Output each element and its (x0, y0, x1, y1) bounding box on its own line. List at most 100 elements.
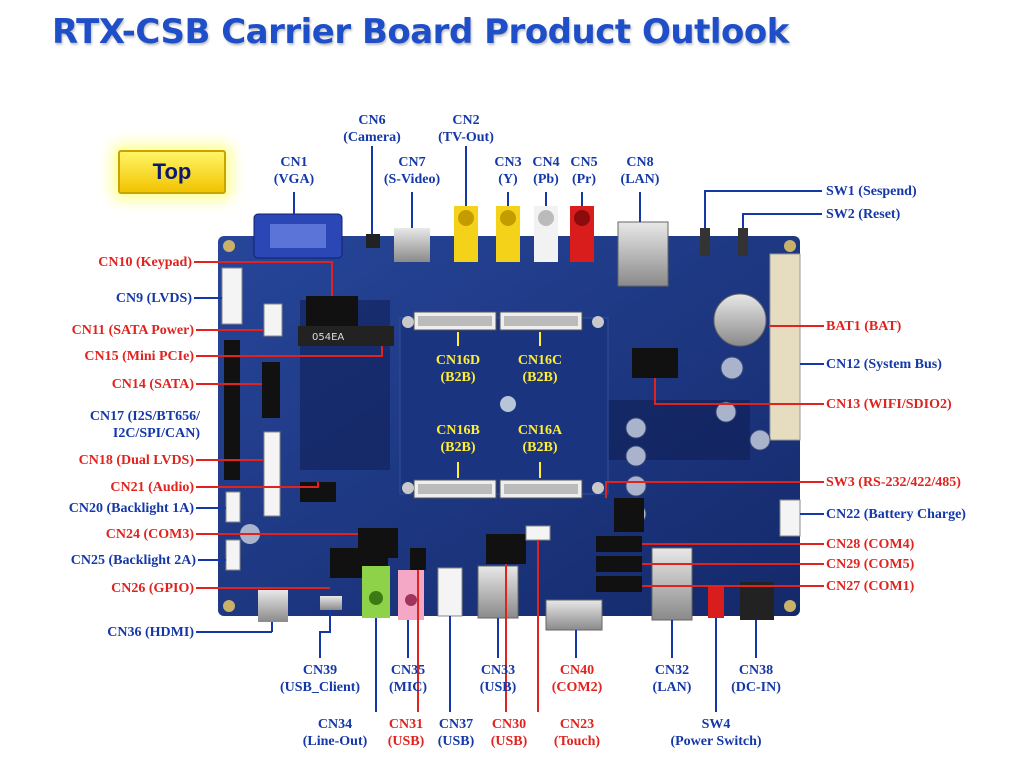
dc-in-connector (740, 582, 774, 620)
label-cn2: CN2 (TV-Out) (438, 113, 494, 145)
label-cn23: CN23 (Touch) (553, 717, 601, 749)
mic-jack (398, 570, 424, 620)
label-cn25: CN25 (Backlight 2A) (70, 553, 196, 568)
standoff-tl (402, 316, 414, 328)
rca-y (496, 206, 520, 262)
vga-connector (253, 213, 343, 259)
blue-leader-lines (194, 146, 824, 712)
svideo-connector (394, 228, 430, 262)
chip-marking: 054EA (312, 332, 344, 343)
label-cn3: CN3 (Y) (494, 155, 522, 187)
usb-cn37-connector (437, 567, 463, 617)
module-post (500, 396, 516, 412)
label-cn8: CN8 (LAN) (620, 155, 660, 187)
top-badge: Top (118, 150, 226, 194)
label-cn38: CN38 (DC-IN) (731, 663, 781, 695)
b2b-connector-cn16a (499, 479, 583, 499)
standoff-bl (402, 482, 414, 494)
label-sw1: SW1 (Sespend) (826, 184, 917, 199)
label-cn36: CN36 (HDMI) (107, 625, 194, 640)
label-cn7: CN7 (S-Video) (383, 155, 441, 187)
label-cn20: CN20 (Backlight 1A) (68, 501, 194, 516)
label-sw3: SW3 (RS-232/422/485) (826, 475, 961, 490)
label-cn16d: CN16D (B2B) (435, 353, 481, 385)
label-cn32: CN32 (LAN) (652, 663, 692, 695)
touch-connector (525, 525, 551, 541)
camera-connector (366, 234, 380, 248)
label-cn39: CN39 (USB_Client) (279, 663, 361, 695)
sata-connector (262, 362, 280, 418)
standoff-br (592, 482, 604, 494)
label-cn27: CN27 (COM1) (826, 579, 915, 594)
label-cn9: CN9 (LVDS) (115, 291, 192, 306)
label-cn6: CN6 (Camera) (343, 113, 401, 145)
line-out-jack (362, 566, 390, 618)
label-cn4: CN4 (Pb) (532, 155, 560, 187)
label-cn11: CN11 (SATA Power) (71, 323, 194, 338)
wifi-header (632, 348, 678, 378)
rca-pb (534, 206, 558, 262)
b2b-connector-cn16b (413, 479, 497, 499)
label-cn26: CN26 (GPIO) (111, 581, 194, 596)
battery-bat1 (713, 293, 767, 347)
com-headers (596, 536, 642, 592)
dip-switch-sw3 (614, 498, 644, 532)
label-bat1: BAT1 (BAT) (826, 319, 902, 334)
label-cn30: CN30 (USB) (490, 717, 528, 749)
rca-tvout (454, 206, 478, 262)
usb-cn33-connector (477, 565, 519, 619)
red-leader-lines (194, 261, 824, 712)
label-sw4: SW4 (Power Switch) (670, 717, 762, 749)
lan-connector-top (617, 221, 669, 287)
label-cn35: CN35 (MIC) (388, 663, 428, 695)
slide-title: RTX-CSB Carrier Board Product Outlook (52, 12, 789, 52)
backlight-2a-connector (225, 539, 241, 571)
label-cn29: CN29 (COM5) (826, 557, 915, 572)
usb-cn30-header (486, 534, 526, 564)
power-switch-sw4 (708, 586, 724, 618)
sata-power-connector (263, 303, 283, 337)
label-cn21: CN21 (Audio) (110, 480, 194, 495)
label-cn17: CN17 (I2S/BT656/ I2C/SPI/CAN) (89, 409, 200, 441)
label-cn12: CN12 (System Bus) (826, 357, 942, 372)
i2s-header (224, 340, 240, 480)
label-sw2: SW2 (Reset) (826, 207, 901, 222)
com2-connector (545, 599, 603, 631)
b2b-pointers (457, 332, 541, 478)
b2b-connector-cn16d (413, 311, 497, 331)
mounting-holes (223, 240, 796, 612)
backlight-1a-connector (225, 491, 241, 523)
label-cn33: CN33 (USB) (479, 663, 517, 695)
label-cn14: CN14 (SATA) (111, 377, 194, 392)
label-cn5: CN5 (Pr) (570, 155, 598, 187)
label-cn22: CN22 (Battery Charge) (826, 507, 966, 522)
keypad-header (306, 296, 358, 328)
label-cn40: CN40 (COM2) (551, 663, 603, 695)
label-cn16b: CN16B (B2B) (436, 423, 480, 455)
label-cn16c: CN16C (B2B) (517, 353, 563, 385)
usb-cn31-connector (410, 548, 426, 570)
label-cn28: CN28 (COM4) (826, 537, 915, 552)
switch-sw2 (738, 228, 748, 256)
mini-pcie-slot (298, 326, 394, 346)
lan-connector-bottom (651, 547, 693, 621)
label-cn16a: CN16A (B2B) (517, 423, 563, 455)
dual-lvds-connector (263, 431, 281, 517)
label-cn37: CN37 (USB) (437, 717, 475, 749)
rca-pr (570, 206, 594, 262)
lvds-connector (221, 267, 243, 325)
label-cn24: CN24 (COM3) (105, 527, 194, 542)
label-cn15: CN15 (Mini PCIe) (84, 349, 194, 364)
battery-charge-connector (779, 499, 801, 537)
b2b-connector-cn16c (499, 311, 583, 331)
label-cn31: CN31 (USB) (387, 717, 425, 749)
label-cn18: CN18 (Dual LVDS) (78, 453, 194, 468)
system-bus-connector (769, 253, 801, 441)
label-cn34: CN34 (Line-Out) (302, 717, 368, 749)
label-cn13: CN13 (WIFI/SDIO2) (826, 397, 952, 412)
label-cn10: CN10 (Keypad) (98, 255, 192, 270)
standoff-tr (592, 316, 604, 328)
hdmi-connector (258, 590, 288, 622)
usb-client-connector (320, 596, 342, 610)
